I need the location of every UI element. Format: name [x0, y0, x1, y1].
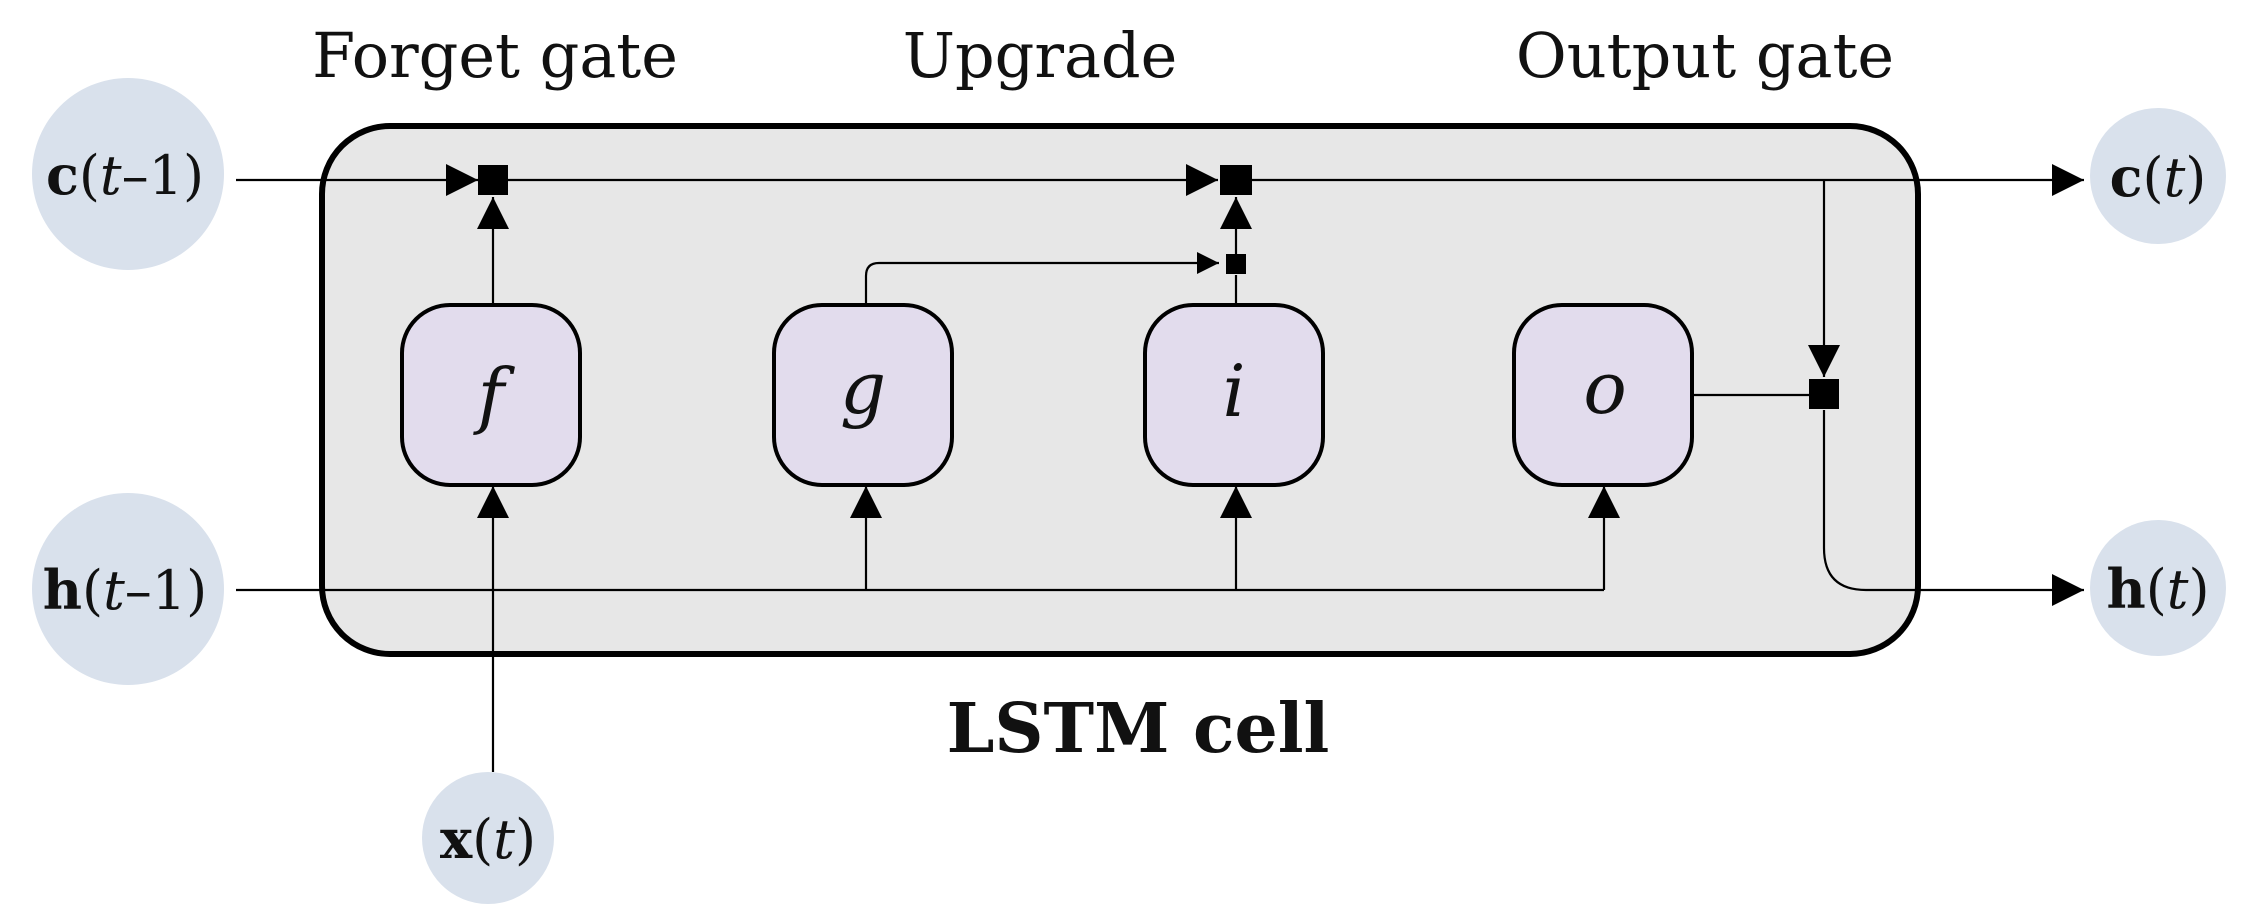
gate-f: f	[400, 303, 582, 487]
node-x-in-arg: t	[493, 808, 515, 871]
node-h-out-symbol: h	[2106, 557, 2145, 621]
output-gate-header: Output gate	[1516, 19, 1894, 92]
svg-text:x(t): x(t)	[440, 807, 536, 871]
node-c-out-symbol: c	[2110, 145, 2143, 209]
node-h-prev-suffix: –1	[125, 559, 186, 622]
upgrade-sum-node	[1220, 165, 1252, 195]
output-to-h-wire	[1822, 410, 2084, 606]
svg-text:c(t–1): c(t–1)	[46, 143, 204, 207]
lstm-cell-title: LSTM cell	[947, 689, 1330, 769]
svg-text:h(t): h(t)	[2106, 557, 2209, 621]
node-h-out-arg: t	[2167, 558, 2189, 621]
node-c-out: c(t)	[2090, 108, 2226, 244]
node-c-out-arg: t	[2164, 146, 2186, 209]
upgrade-header: Upgrade	[903, 19, 1178, 92]
node-c-prev: c(t–1)	[32, 78, 224, 270]
gate-g: g	[772, 303, 954, 487]
lstm-cell-box	[319, 123, 1921, 657]
input-multiply-node	[1226, 254, 1246, 274]
node-h-out: h(t)	[2090, 520, 2226, 656]
svg-text:h(t–1): h(t–1)	[43, 558, 207, 622]
node-x-in: x(t)	[422, 772, 554, 904]
output-multiply-node	[1809, 379, 1839, 409]
gate-i: i	[1143, 303, 1325, 487]
forget-multiply-node	[478, 165, 508, 195]
svg-text:c(t): c(t)	[2110, 145, 2207, 209]
gate-g-label: g	[840, 346, 886, 430]
gate-o: o	[1512, 303, 1694, 487]
forget-gate-header: Forget gate	[312, 19, 678, 92]
node-x-in-symbol: x	[440, 807, 473, 871]
node-c-prev-suffix: –1	[122, 144, 183, 207]
node-c-prev-symbol: c	[46, 143, 79, 207]
node-h-prev-arg: t	[103, 559, 125, 622]
gate-o-label: o	[1583, 346, 1626, 430]
node-h-prev: h(t–1)	[32, 493, 224, 685]
g-to-multiply-wire	[864, 252, 1219, 305]
node-c-prev-arg: t	[100, 144, 122, 207]
gate-i-label: i	[1222, 349, 1245, 433]
node-h-prev-symbol: h	[43, 558, 82, 622]
